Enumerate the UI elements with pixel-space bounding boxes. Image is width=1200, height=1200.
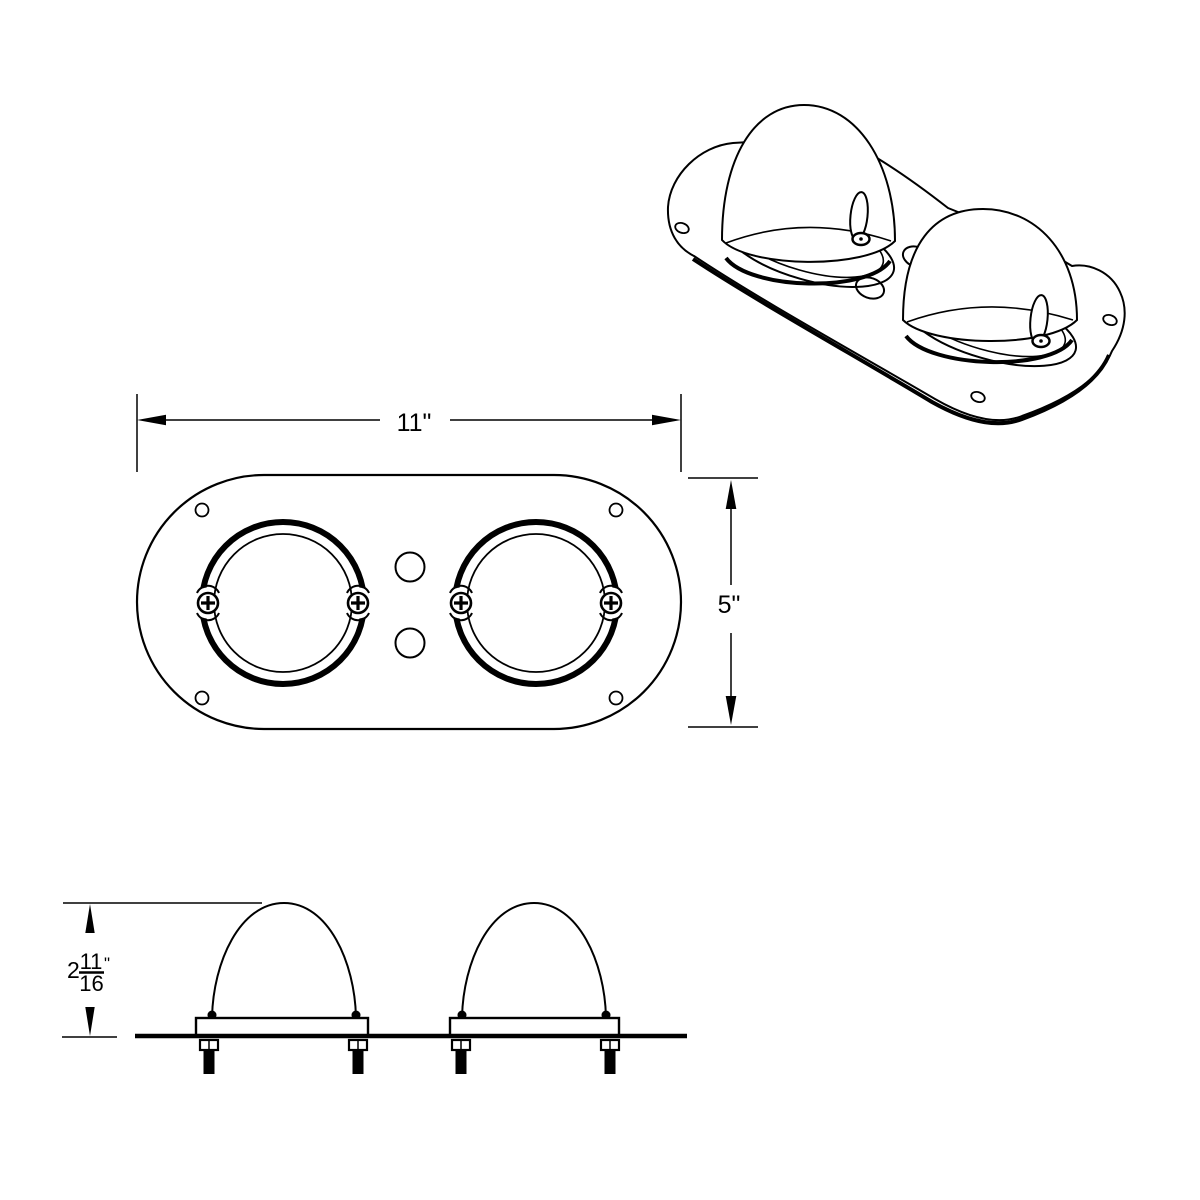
plan-left-screw-east <box>346 591 370 615</box>
plan-wire-hole-lower <box>394 627 426 659</box>
plan-right-screw-east <box>599 591 623 615</box>
side-right-dome-lens <box>460 901 608 1019</box>
iso-rear-screw-center <box>1039 339 1043 343</box>
plan-left-notch-arcs <box>196 584 370 622</box>
iso-rear-lamp <box>901 207 1079 368</box>
bolt <box>450 1038 472 1074</box>
plan-right-screw-west <box>449 591 473 615</box>
screw-center <box>458 600 464 606</box>
plan-view <box>135 473 683 731</box>
dome-height-arrow-up <box>85 904 95 933</box>
width-dimension-label: 11" <box>397 409 432 437</box>
bolt <box>347 1038 369 1074</box>
iso-rear-ring-thick-arc <box>904 334 1074 365</box>
dome-height-numerator: 11 <box>80 949 103 974</box>
bolt-shaft <box>203 1050 215 1074</box>
height-arrow-down <box>725 696 737 725</box>
dome-height-arrow-down <box>85 1007 95 1036</box>
screw-center <box>355 600 361 606</box>
plan-right-ring <box>445 519 627 687</box>
plan-left-ring <box>192 519 374 687</box>
height-arrow-up <box>725 480 737 509</box>
screw-center <box>205 600 211 606</box>
isometric-view <box>666 103 1126 426</box>
iso-front-ring-thick-arc <box>724 256 892 286</box>
plan-mount-hole-bottom-right <box>608 690 624 706</box>
dimension-height: 5" <box>688 477 758 728</box>
width-arrow-left <box>137 414 166 426</box>
dimension-width: 11" <box>136 394 682 472</box>
iso-plate-thickness-edge <box>691 257 1111 426</box>
iso-front-lamp <box>720 103 897 288</box>
plan-right-notch-arcs <box>449 584 623 622</box>
dimension-dome-height: 2 11 16 " <box>62 902 262 1038</box>
iso-front-rim-arc <box>725 226 892 244</box>
bolt <box>198 1038 220 1074</box>
side-bolts <box>198 1038 621 1074</box>
side-left-dome-lens <box>210 901 358 1019</box>
iso-rear-rim-arc <box>906 306 1074 323</box>
iso-mount-hole-bottom <box>970 390 986 404</box>
height-dimension-label: 5" <box>718 591 741 619</box>
dome-height-label: 2 11 16 " <box>67 949 110 996</box>
plan-left-screw-west <box>196 591 220 615</box>
side-right-base-ring <box>448 1016 621 1038</box>
iso-mount-hole-right <box>1102 313 1118 327</box>
screw-center <box>608 600 614 606</box>
bolt <box>599 1038 621 1074</box>
iso-wire-hole-lower <box>854 276 886 300</box>
width-arrow-right <box>652 414 681 426</box>
plan-mount-hole-bottom-left <box>194 690 210 706</box>
plan-mount-hole-top-right <box>608 502 624 518</box>
width-extension-lines <box>136 394 682 472</box>
iso-front-screw-center <box>859 237 863 241</box>
dome-height-unit: " <box>104 954 110 973</box>
iso-mount-hole-left <box>674 221 690 235</box>
bolt-shaft <box>352 1050 364 1074</box>
plan-mount-hole-top-left <box>194 502 210 518</box>
dome-height-whole: 2 <box>67 957 80 983</box>
bolt-shaft <box>604 1050 616 1074</box>
side-left-base-ring <box>194 1016 370 1038</box>
plan-plate-outline <box>135 473 683 731</box>
height-extension-lines <box>688 477 758 728</box>
dome-height-denominator: 16 <box>79 971 103 996</box>
side-view <box>135 901 687 1074</box>
bolt-shaft <box>455 1050 467 1074</box>
plan-wire-hole-upper <box>394 551 426 583</box>
